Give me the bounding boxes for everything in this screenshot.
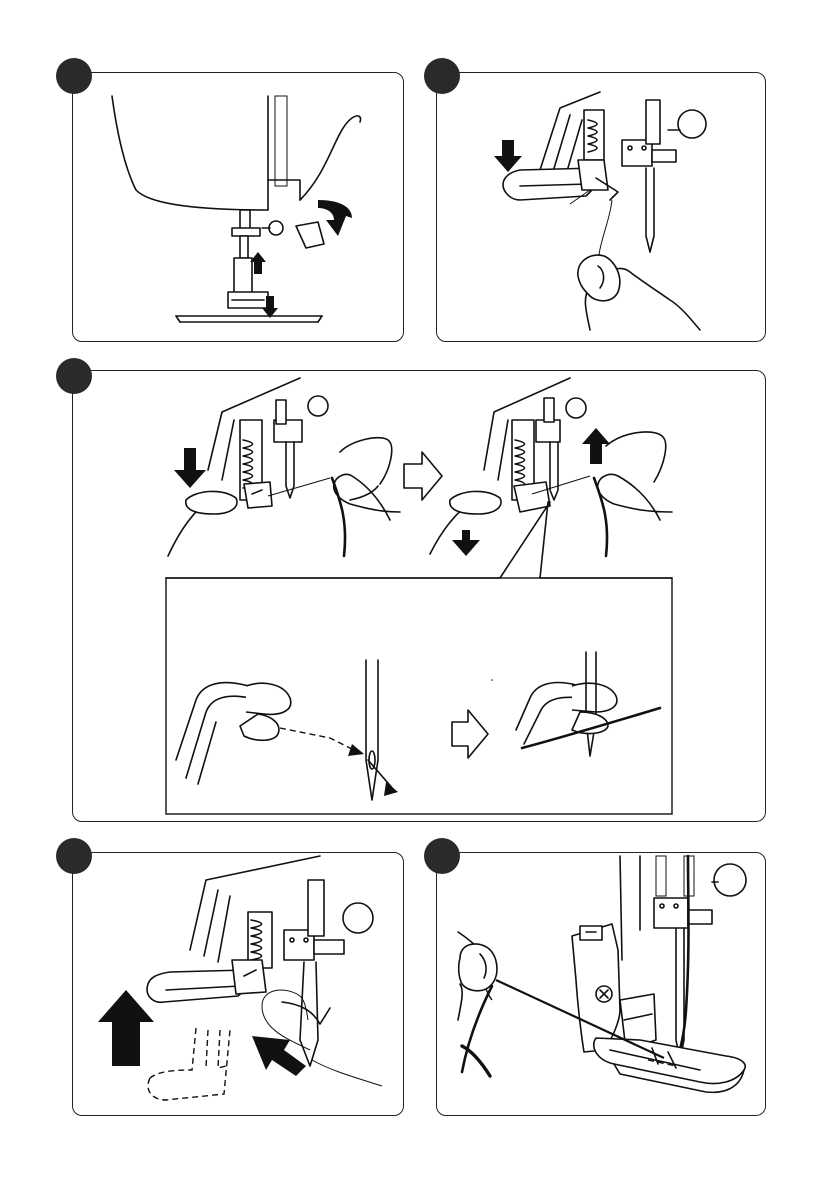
pull-thread-under-foot-illustration (0, 0, 840, 1192)
